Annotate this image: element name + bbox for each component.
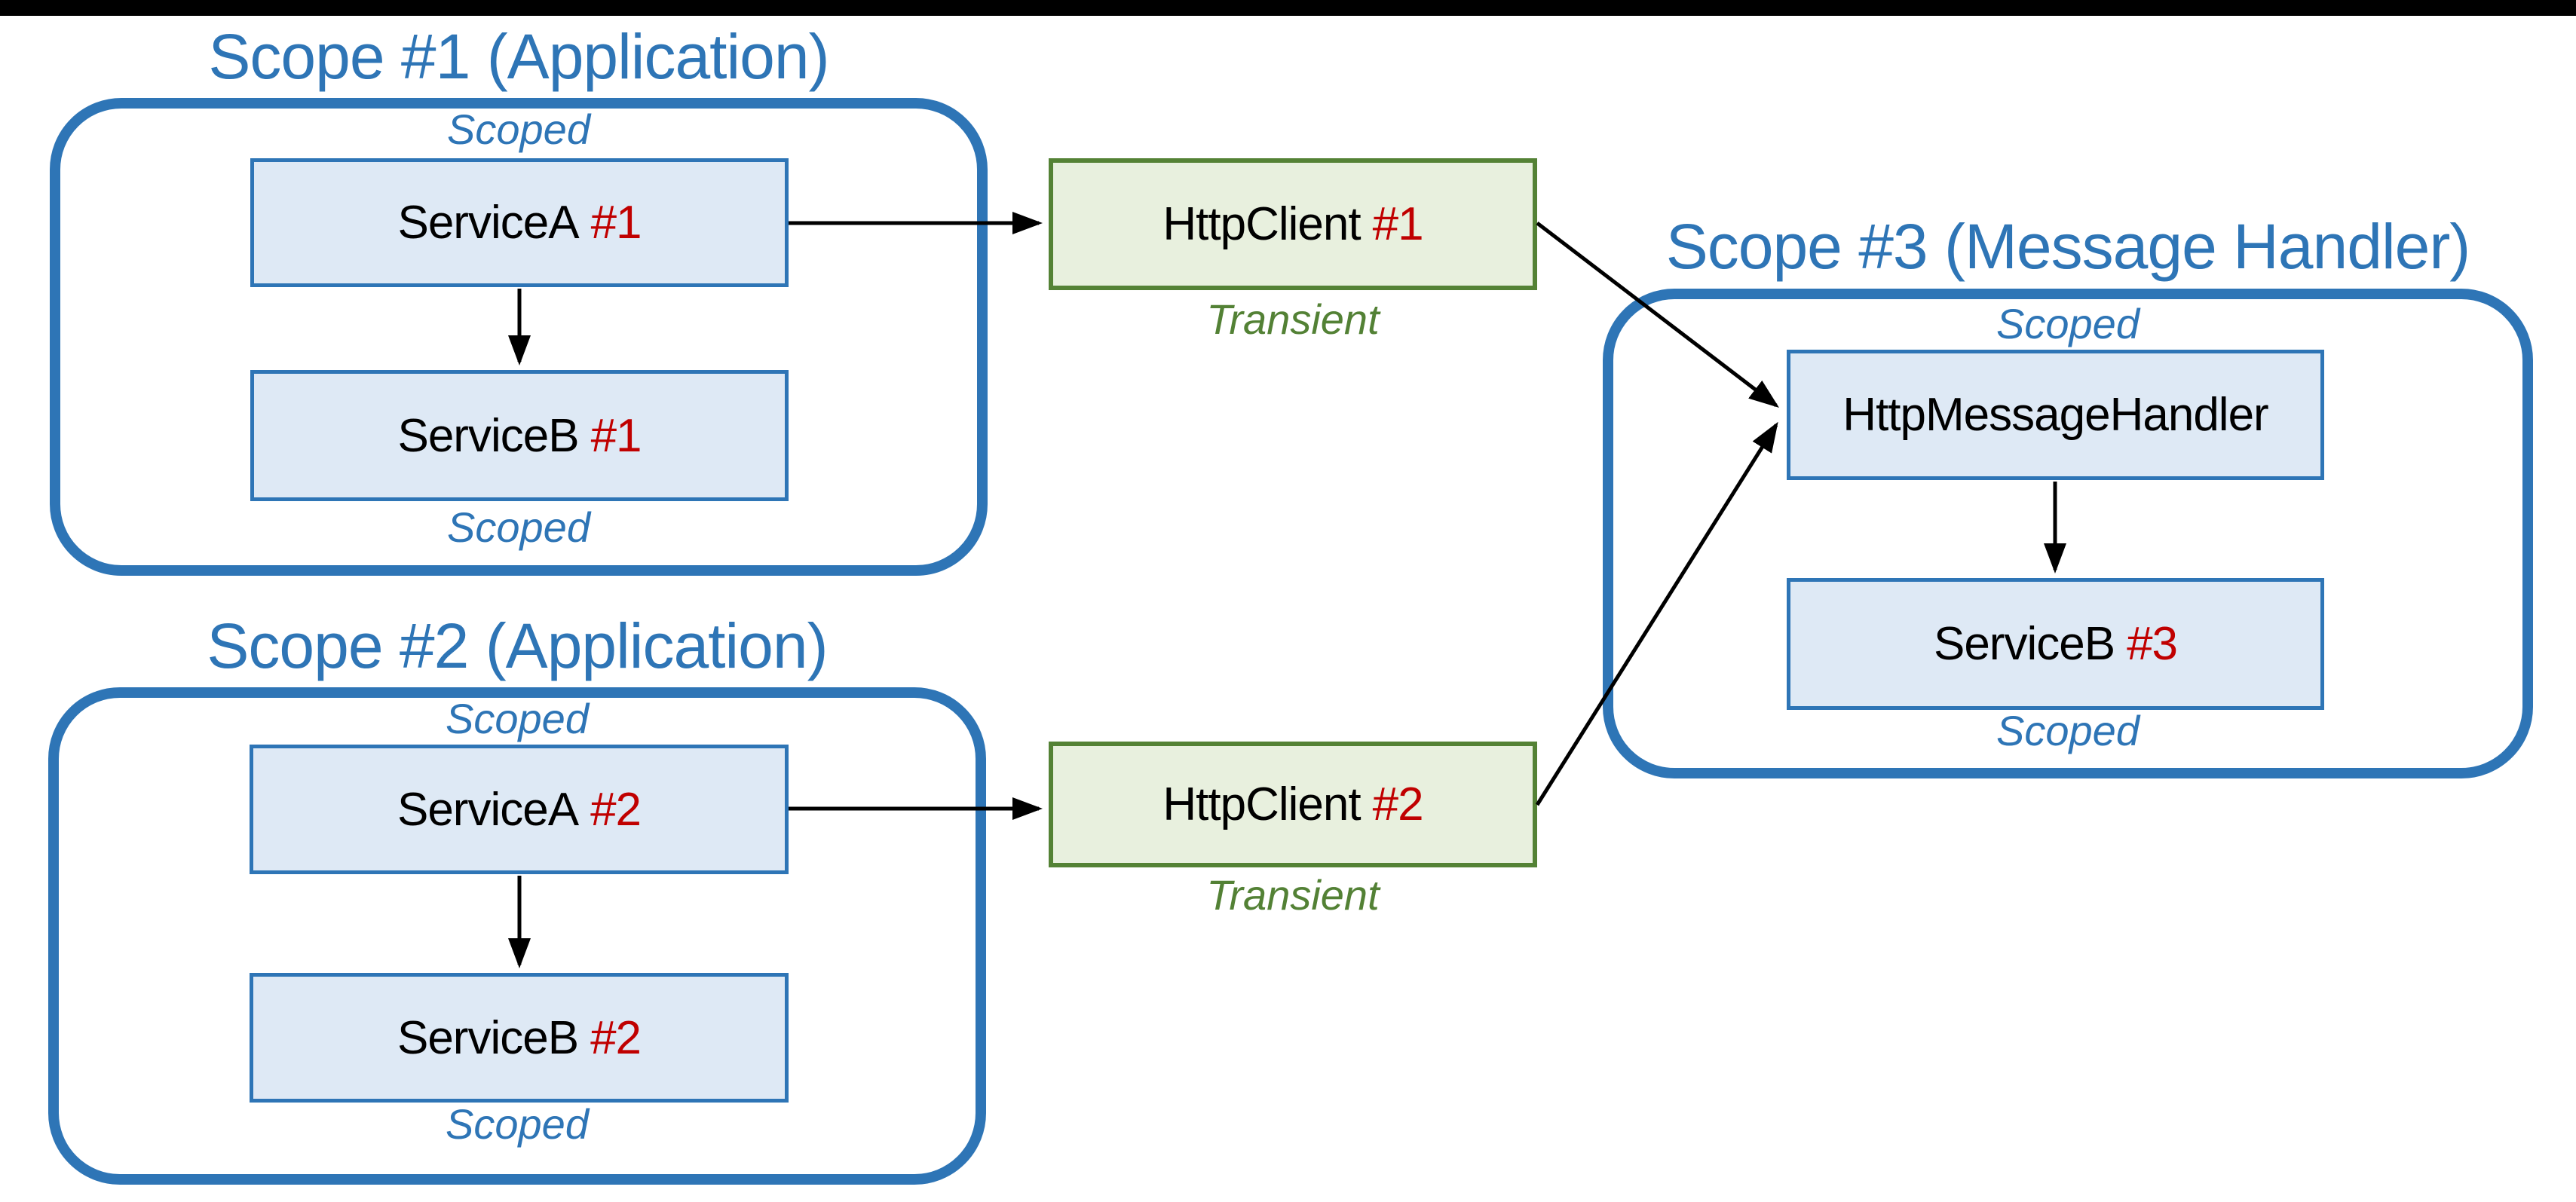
httpmessagehandler-label: HttpMessageHandler (1842, 389, 2268, 441)
servicea1-number: #1 (590, 197, 642, 249)
scope1-top-scoped-label: Scoped (447, 106, 590, 153)
httpmessagehandler-box: HttpMessageHandler (1787, 350, 2324, 480)
scope2-bottom-scoped-label: Scoped (446, 1100, 589, 1148)
httpclient1-label: HttpClient (1162, 198, 1361, 250)
servicea2-label: ServiceA (397, 783, 579, 836)
servicea2-number: #2 (590, 783, 642, 836)
arrow-httpclient1-to-httpmessagehandler (1536, 222, 1779, 408)
servicea1-box: ServiceA #1 (250, 158, 789, 287)
scope2-top-scoped-label: Scoped (446, 695, 589, 742)
httpclient2-transient-label: Transient (1206, 871, 1380, 919)
scope1-container (50, 98, 988, 576)
serviceb2-number: #2 (590, 1011, 642, 1064)
serviceb3-number: #3 (2127, 618, 2178, 670)
serviceb1-label: ServiceB (397, 409, 579, 462)
scope2-container (48, 687, 986, 1185)
scope3-title: Scope #3 (Message Handler) (1665, 211, 2471, 282)
serviceb2-label: ServiceB (397, 1011, 579, 1064)
serviceb1-box: ServiceB #1 (250, 370, 789, 501)
serviceb3-box: ServiceB #3 (1787, 578, 2324, 710)
httpclient2-number: #2 (1372, 778, 1424, 830)
servicea2-box: ServiceA #2 (250, 745, 789, 874)
scope3-bottom-scoped-label: Scoped (1996, 707, 2140, 754)
scope1-bottom-scoped-label: Scoped (447, 503, 590, 551)
arrow-httpclient2-to-httpmessagehandler (1535, 421, 1778, 806)
httpclient2-label: HttpClient (1162, 778, 1361, 830)
scope3-top-scoped-label: Scoped (1996, 300, 2140, 347)
httpclient2-box: HttpClient #2 (1049, 742, 1537, 867)
httpclient1-transient-label: Transient (1206, 295, 1380, 343)
serviceb3-label: ServiceB (1933, 618, 2115, 670)
serviceb2-box: ServiceB #2 (250, 973, 789, 1103)
scope1-title: Scope #1 (Application) (208, 21, 829, 92)
httpclient1-box: HttpClient #1 (1049, 158, 1537, 290)
letterbox-top (0, 0, 2576, 16)
serviceb1-number: #1 (590, 409, 642, 462)
httpclient1-number: #1 (1372, 198, 1424, 250)
servicea1-label: ServiceA (397, 197, 579, 249)
scope2-title: Scope #2 (Application) (207, 610, 828, 681)
scope3-container (1603, 289, 2533, 778)
